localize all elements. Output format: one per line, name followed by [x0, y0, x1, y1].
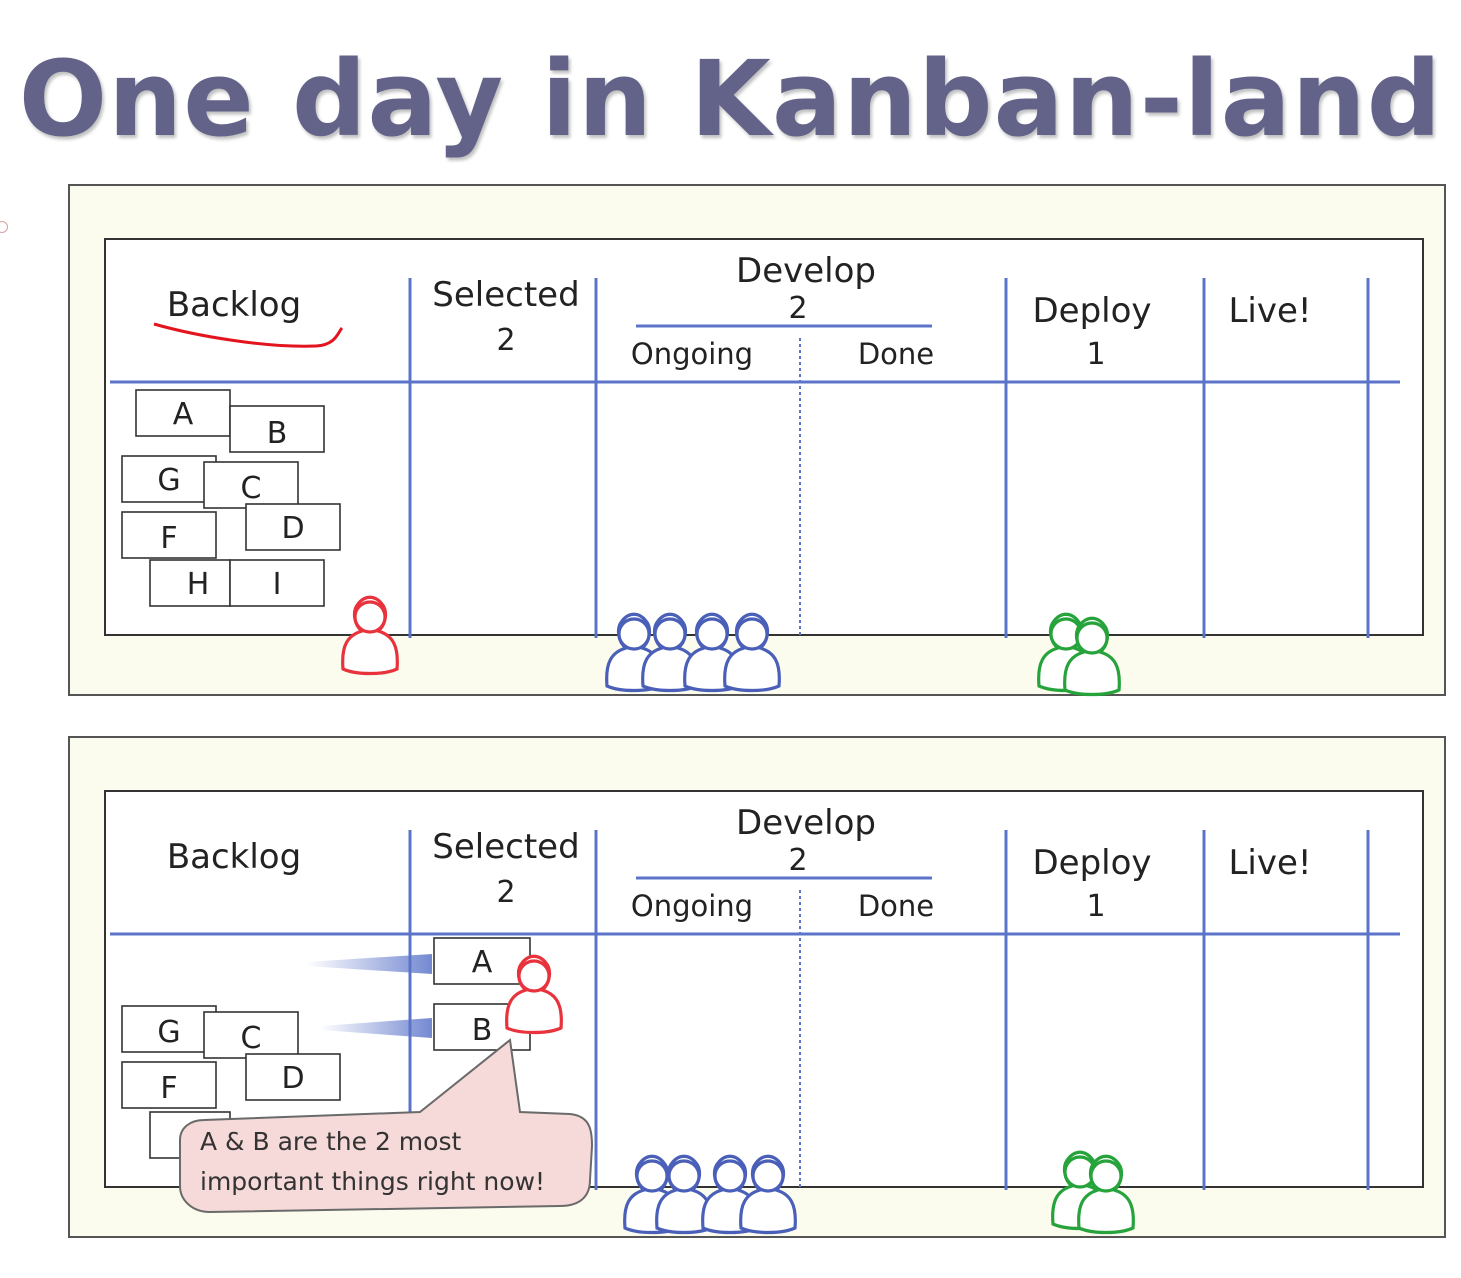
backlog-underline: [153, 322, 344, 348]
deploy-limit: 1: [1086, 889, 1105, 924]
card-f: F: [121, 511, 217, 559]
motion-streak: [320, 1018, 432, 1038]
card-c: C: [203, 1011, 299, 1059]
card-i: I: [229, 559, 325, 607]
svg-text:F: F: [160, 1071, 177, 1106]
live-header: Live!: [1228, 843, 1311, 883]
svg-text:H: H: [187, 567, 210, 602]
svg-text:D: D: [281, 511, 304, 546]
card-d: D: [245, 1053, 341, 1101]
card-hidden: [149, 1111, 231, 1159]
ongoing-header: Ongoing: [631, 337, 753, 371]
svg-text:F: F: [160, 521, 177, 556]
kanban-board-2: Backlog Selected 2 Develop 2 Ongoing Don…: [104, 790, 1424, 1190]
kanban-board-1: Backlog Selected 2 Develop 2 Ongoing Don…: [104, 238, 1424, 638]
selected-limit: 2: [496, 875, 515, 910]
deploy-header: Deploy: [1032, 843, 1151, 883]
slide-edge-marker: [0, 221, 8, 233]
svg-text:I: I: [273, 567, 282, 602]
live-header: Live!: [1228, 291, 1311, 331]
board-2-drawing: Backlog Selected 2 Develop 2 Ongoing Don…: [110, 803, 1400, 1190]
svg-text:C: C: [241, 1021, 262, 1056]
selected-header: Selected: [432, 827, 579, 867]
card-d: D: [245, 503, 341, 551]
deploy-header: Deploy: [1032, 291, 1151, 331]
done-header: Done: [858, 337, 934, 371]
svg-text:A: A: [173, 397, 194, 432]
svg-text:C: C: [241, 471, 262, 506]
done-header: Done: [858, 889, 934, 923]
svg-text:B: B: [267, 416, 288, 451]
svg-text:A: A: [472, 945, 493, 980]
svg-text:G: G: [157, 463, 180, 498]
selected-limit: 2: [496, 323, 515, 358]
deploy-limit: 1: [1086, 337, 1105, 372]
develop-header: Develop: [736, 251, 876, 291]
slide-title: One day in Kanban-land: [18, 38, 1443, 160]
kanban-panel-2: Backlog Selected 2 Develop 2 Ongoing Don…: [68, 736, 1446, 1238]
develop-header: Develop: [736, 803, 876, 843]
svg-text:B: B: [472, 1013, 493, 1048]
develop-limit: 2: [788, 843, 807, 878]
card-f: F: [121, 1061, 217, 1109]
motion-streak: [306, 954, 432, 974]
svg-text:G: G: [157, 1015, 180, 1050]
card-h: H: [149, 559, 231, 607]
svg-text:D: D: [281, 1061, 304, 1096]
card-g: G: [121, 1005, 217, 1053]
card-a: A: [135, 389, 231, 437]
card-b: B: [433, 1003, 531, 1051]
backlog-header: Backlog: [167, 837, 301, 877]
selected-header: Selected: [432, 275, 579, 315]
card-a: A: [433, 937, 531, 985]
backlog-header: Backlog: [167, 285, 301, 325]
kanban-panel-1: Backlog Selected 2 Develop 2 Ongoing Don…: [68, 184, 1446, 696]
card-c: C: [203, 461, 299, 509]
board-1-drawing: Backlog Selected 2 Develop 2 Ongoing Don…: [110, 251, 1400, 638]
card-g: G: [121, 455, 217, 503]
develop-limit: 2: [788, 291, 807, 326]
card-b: B: [229, 405, 325, 453]
ongoing-header: Ongoing: [631, 889, 753, 923]
